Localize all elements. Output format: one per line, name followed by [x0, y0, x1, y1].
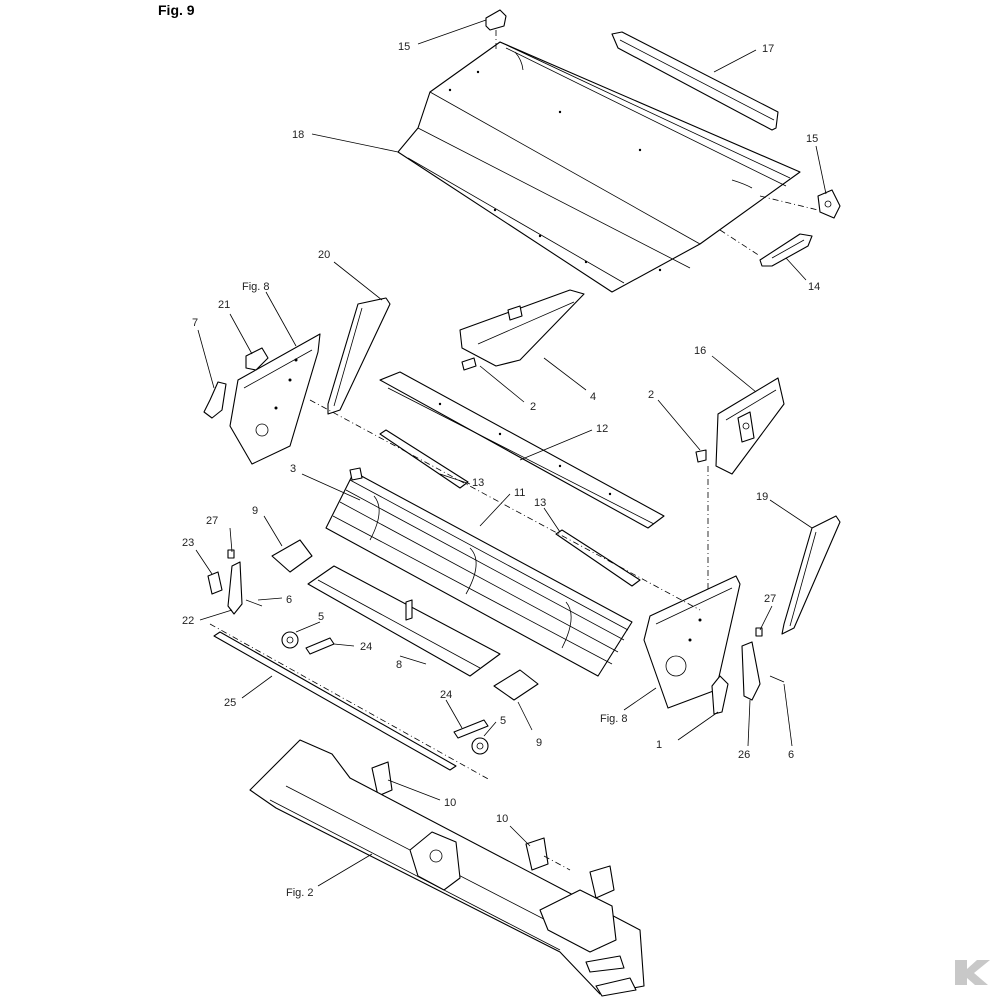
callout-10: 10: [496, 813, 508, 825]
callout-3: 3: [290, 463, 296, 475]
feed-chute: [459, 289, 585, 371]
assembly-axis: [309, 399, 701, 611]
lower-trough: [307, 565, 501, 677]
support-bracket: [719, 229, 813, 267]
callout-17: 17: [762, 43, 774, 55]
callout-13: 13: [534, 497, 546, 509]
left-deflector-panel: [327, 297, 391, 415]
side-rail-strip: [611, 31, 779, 131]
bracket-strip-right: [555, 529, 641, 587]
callout-13: 13: [472, 477, 484, 489]
callout-12: 12: [596, 423, 608, 435]
callout-23: 23: [182, 537, 194, 549]
callout-16: 16: [694, 345, 706, 357]
callout-20: 20: [318, 249, 330, 261]
rotor-drum: [325, 467, 633, 677]
callout-fig-2: Fig. 2: [286, 887, 314, 899]
callout-18: 18: [292, 129, 304, 141]
callout-26: 26: [738, 749, 750, 761]
callout-21: 21: [218, 299, 230, 311]
scraper-plate-left: [271, 539, 313, 573]
leader-lines: [195, 19, 827, 887]
long-drive-shaft: [209, 623, 491, 781]
right-deflector-panel: [781, 515, 841, 635]
short-shaft-left: [305, 637, 335, 655]
callout-6: 6: [788, 749, 794, 761]
callout-22: 22: [182, 615, 194, 627]
callout-2: 2: [648, 389, 654, 401]
callout-24: 24: [440, 689, 452, 701]
right-side-plate: [643, 575, 741, 715]
callout-fig-8: Fig. 8: [242, 281, 270, 293]
mounting-plate-right: [525, 837, 571, 871]
bracket-strip-left: [379, 429, 469, 489]
bracket-right: [759, 189, 841, 219]
callout-27: 27: [206, 515, 218, 527]
callout-5: 5: [318, 611, 324, 623]
bracket-top: [485, 9, 507, 52]
callout-labels: 15 17 18 15 14 20 Fig. 8 21 7 2 4 16 2 1…: [182, 41, 820, 899]
left-lever: [207, 549, 263, 615]
long-top-rail: [379, 371, 665, 529]
hood-cover: [397, 41, 801, 293]
callout-14: 14: [808, 281, 820, 293]
callout-11: 11: [514, 487, 525, 499]
callout-1: 1: [656, 739, 662, 751]
callout-24: 24: [360, 641, 372, 653]
callout-2: 2: [530, 401, 536, 413]
callout-7: 7: [192, 317, 198, 329]
callout-9: 9: [536, 737, 542, 749]
callout-19: 19: [756, 491, 768, 503]
mounting-plate-left: [371, 761, 393, 797]
callout-10: 10: [444, 797, 456, 809]
callout-9: 9: [252, 505, 258, 517]
callout-8: 8: [396, 659, 402, 671]
callout-5: 5: [500, 715, 506, 727]
callout-fig-8: Fig. 8: [600, 713, 628, 725]
bearing-right: [471, 737, 489, 755]
right-lever: [741, 627, 785, 701]
callout-27: 27: [764, 593, 776, 605]
callout-15: 15: [398, 41, 410, 53]
left-side-plate: [229, 333, 321, 465]
callout-6: 6: [286, 594, 292, 606]
brand-k-logo: [955, 960, 990, 985]
scraper-plate-right: [493, 669, 539, 701]
figure-title: Fig. 9: [158, 2, 195, 18]
callout-15: 15: [806, 133, 818, 145]
chassis-frame: [249, 739, 645, 997]
bearing-left: [281, 631, 299, 649]
left-hinge-arm: [203, 381, 227, 419]
right-upper-chute: [695, 377, 785, 600]
short-shaft-right: [453, 719, 489, 739]
callout-4: 4: [590, 391, 596, 403]
callout-25: 25: [224, 697, 236, 709]
